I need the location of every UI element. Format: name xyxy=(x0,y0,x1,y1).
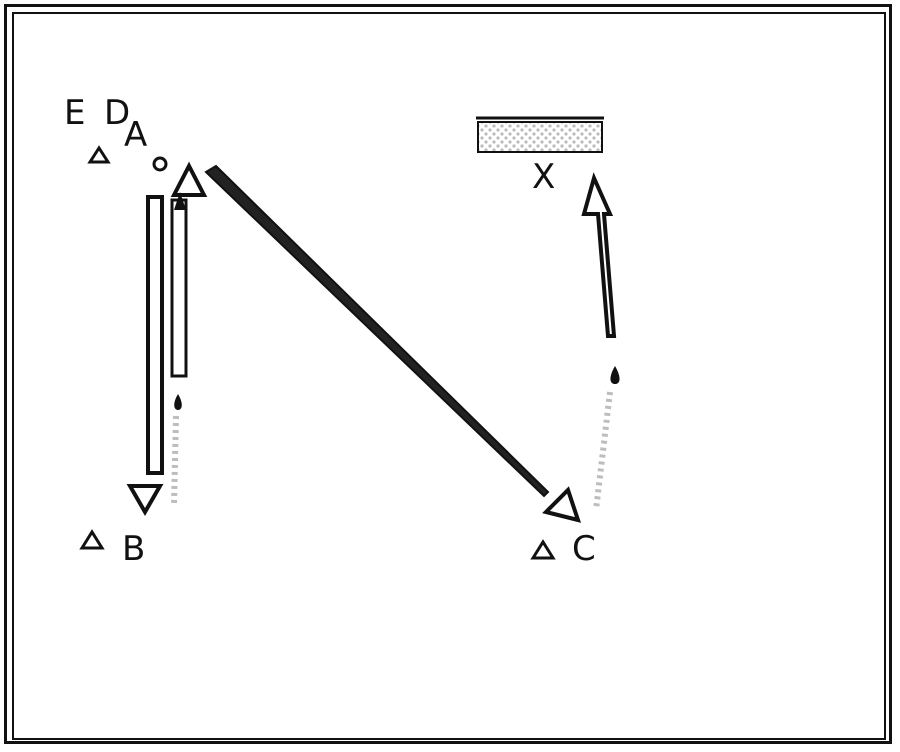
label-x: X xyxy=(532,157,555,197)
vertex-triangle-a xyxy=(170,161,208,197)
hatched-box-x xyxy=(477,121,603,153)
vertex-triangle-c xyxy=(542,486,582,523)
arrow-shaft-a-to-b xyxy=(146,195,164,475)
bar-near-a xyxy=(170,198,188,378)
marker-triangle-c xyxy=(530,539,556,560)
arrow-a-to-c xyxy=(204,164,550,498)
marker-triangle-e xyxy=(87,145,111,164)
drop-marker-left xyxy=(174,394,182,410)
label-d: D xyxy=(104,93,130,133)
label-c: C xyxy=(572,529,596,569)
dotted-trail-left xyxy=(171,415,179,505)
point-circle xyxy=(152,156,168,172)
outer-frame xyxy=(4,4,892,744)
drop-marker-right xyxy=(610,366,620,384)
label-b: B xyxy=(122,529,145,569)
arrow-c-to-x xyxy=(581,172,617,338)
bar-cap xyxy=(174,192,186,210)
label-a: A xyxy=(124,115,147,155)
inner-frame xyxy=(12,12,886,740)
marker-triangle-b xyxy=(79,529,105,550)
label-e: E xyxy=(64,93,85,133)
arrowhead-b xyxy=(126,484,164,517)
dotted-trail-right xyxy=(593,391,613,511)
